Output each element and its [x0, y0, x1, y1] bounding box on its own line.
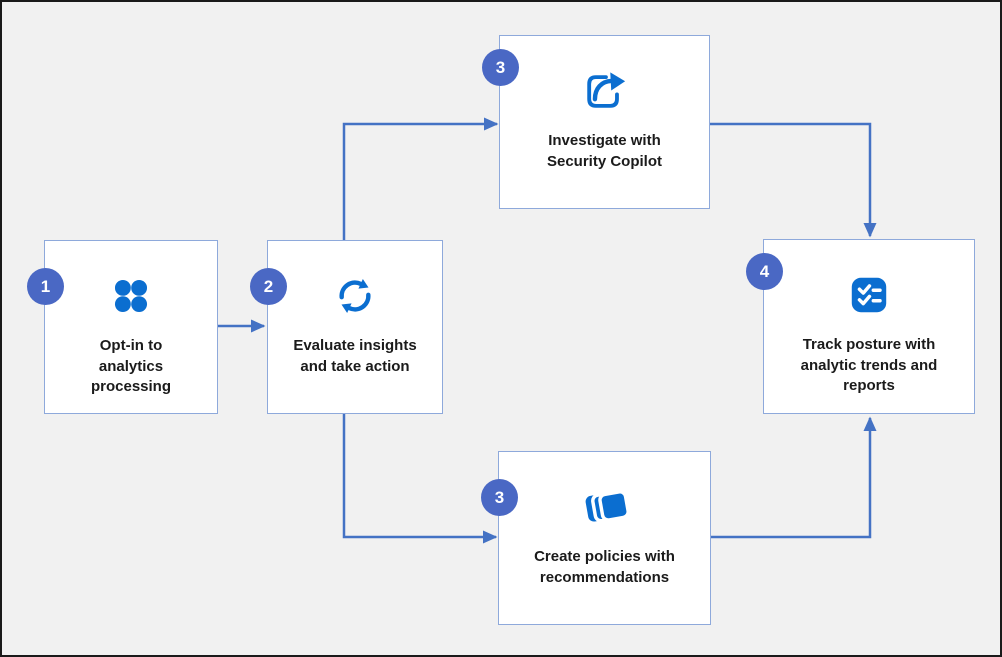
- step-label: Investigate with Security Copilot: [546, 132, 662, 170]
- stacked-cards-icon: [578, 482, 632, 532]
- checklist-icon: [847, 270, 891, 320]
- step-evaluate-insights: 2 Evaluate insights and take action: [250, 240, 443, 414]
- step-number-badge: 4: [746, 253, 783, 290]
- step-opt-in-analytics: 1 Opt-in to analytics processing: [27, 240, 218, 414]
- step-number-badge: 3: [481, 479, 518, 516]
- connector-investigate-to-track: [710, 122, 877, 238]
- step-investigate-copilot: 3 Investigate with Security Copilot: [482, 35, 710, 209]
- step-number-badge: 3: [482, 49, 519, 86]
- connector-policies-to-track: [711, 416, 877, 539]
- step-create-policies: 3 Create policies with recommendations: [481, 451, 711, 625]
- apps-dots-icon: [110, 271, 152, 321]
- connector-evaluate-to-policies: [342, 414, 498, 544]
- step-number-badge: 2: [250, 268, 287, 305]
- connector-evaluate-to-investigate: [342, 117, 499, 240]
- step-label: Create policies with recommendations: [534, 548, 675, 586]
- step-track-posture: 4 Track posture with analytic trends and…: [746, 239, 975, 414]
- step-label: Opt-in to analytics processing: [90, 337, 172, 396]
- step-number-badge: 1: [27, 268, 64, 305]
- share-arrow-icon: [581, 66, 629, 116]
- step-label: Track posture with analytic trends and r…: [800, 336, 938, 395]
- step-label: Evaluate insights and take action: [293, 337, 417, 375]
- sync-arrows-icon: [332, 271, 378, 321]
